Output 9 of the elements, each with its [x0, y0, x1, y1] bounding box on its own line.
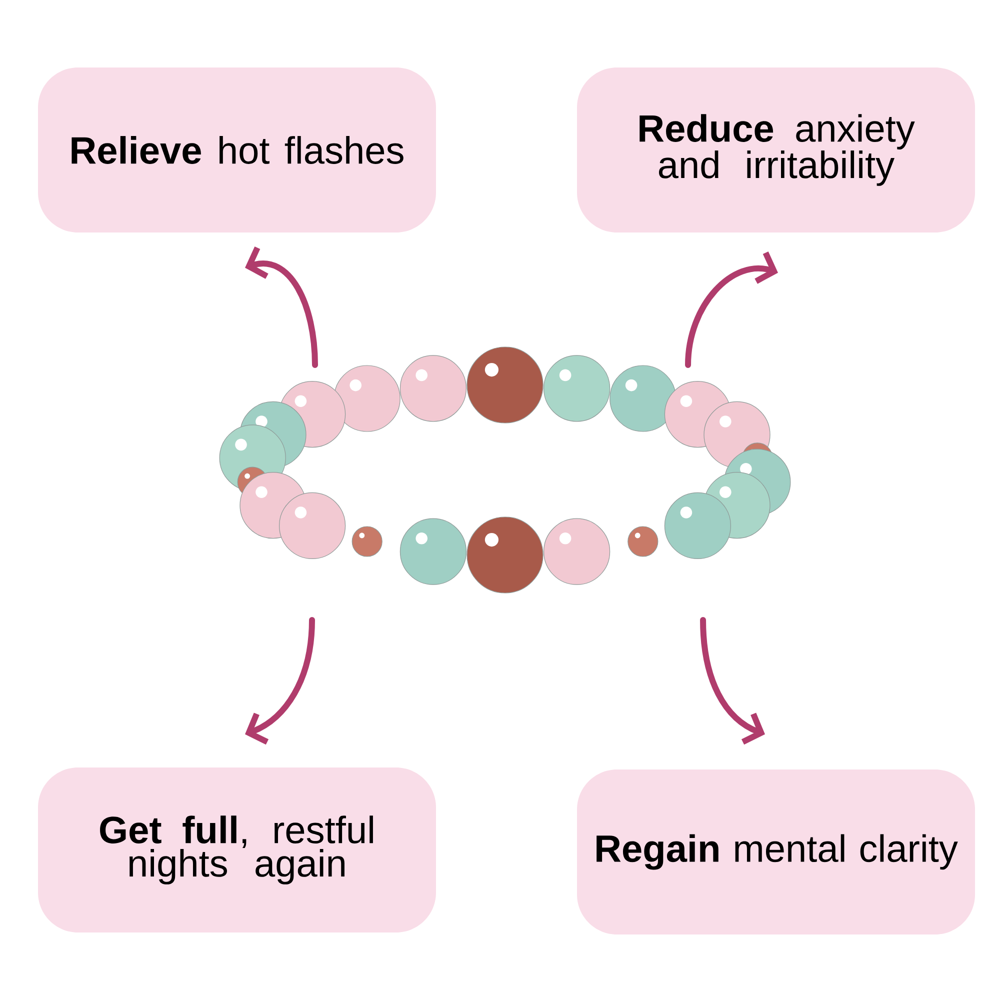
arrow — [245, 617, 315, 745]
text-box: Get full, restful nights again — [38, 768, 436, 932]
bracelet-drawing — [219, 346, 791, 594]
arrow — [685, 252, 778, 368]
text-box: Relieve hot flashes — [38, 68, 436, 232]
arrow — [700, 617, 766, 745]
text-box: Regain mental clarity — [577, 770, 976, 934]
arrow — [245, 246, 318, 368]
text-box: Reduce anxiety and irritability — [577, 68, 976, 232]
